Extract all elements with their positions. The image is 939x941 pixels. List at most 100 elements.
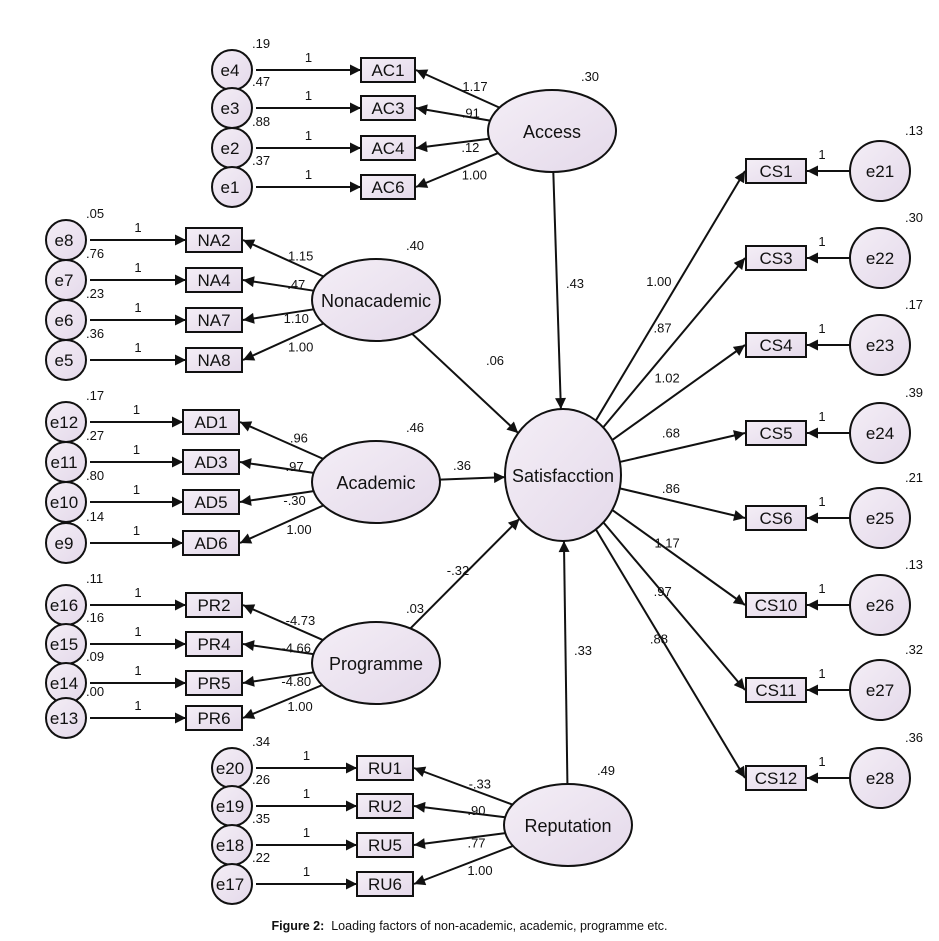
indicator-box-cs1 (745, 158, 807, 184)
error-variance-e26: .13 (905, 557, 923, 572)
error-path-label-e3: 1 (305, 88, 312, 103)
indicator-label-cs4: CS4 (759, 336, 792, 355)
indicator-label-ad5: AD5 (194, 493, 227, 512)
loading-path-ac1 (415, 69, 500, 109)
error-variance-e20: .34 (252, 734, 270, 749)
error-path-label-e7: 1 (134, 260, 141, 275)
loading-label-na8: 1.00 (288, 340, 313, 355)
loading-label-ru6: 1.00 (467, 863, 492, 878)
loading-path-pr4 (242, 640, 314, 656)
error-path-label-e6: 1 (134, 300, 141, 315)
loading-path-cs11 (602, 521, 746, 691)
structural-path-nonacademic (411, 333, 519, 434)
loading-path-cs10 (611, 509, 746, 606)
indicator-label-ru2: RU2 (368, 797, 402, 816)
error-path-label-e5: 1 (134, 340, 141, 355)
latent-label-satisfaction: Satisfacction (512, 466, 614, 486)
indicator-box-ru2 (356, 793, 414, 819)
error-path-label-e10: 1 (133, 482, 140, 497)
indicator-label-ad3: AD3 (194, 453, 227, 472)
error-variance-e11: .27 (86, 428, 104, 443)
indicator-box-ru1 (356, 755, 414, 781)
error-label-e9: e9 (55, 534, 74, 553)
loading-label-ru2: .90 (467, 803, 485, 818)
indicator-label-ac3: AC3 (371, 99, 404, 118)
error-path-label-e9: 1 (133, 523, 140, 538)
error-label-e20: e20 (216, 759, 244, 778)
paths-layer (90, 64, 850, 890)
error-label-e3: e3 (221, 99, 240, 118)
loading-label-pr4: -4.66 (281, 641, 311, 656)
loading-path-cs6 (619, 487, 746, 521)
loading-label-pr2: -4.73 (286, 613, 316, 628)
latent-label-nonacademic: Nonacademic (321, 291, 431, 311)
loading-path-na8 (242, 322, 324, 361)
indicator-label-ac4: AC4 (371, 139, 404, 158)
caption-text: Loading factors of non-academic, academi… (331, 919, 668, 933)
error-label-e18: e18 (216, 836, 244, 855)
latent-variance-programme: .03 (406, 601, 424, 616)
loading-path-ru1 (413, 766, 513, 806)
error-path-label-e16: 1 (134, 585, 141, 600)
indicator-box-na4 (185, 267, 243, 293)
indicator-box-ru5 (356, 832, 414, 858)
error-path-label-e21: 1 (818, 147, 825, 162)
error-label-e26: e26 (866, 596, 894, 615)
error-variance-e8: .05 (86, 206, 104, 221)
indicator-label-cs6: CS6 (759, 509, 792, 528)
indicator-label-pr6: PR6 (197, 709, 230, 728)
error-path-label-e28: 1 (818, 754, 825, 769)
loading-path-cs3 (602, 257, 746, 429)
indicator-label-na4: NA4 (197, 271, 230, 290)
error-label-e12: e12 (50, 413, 78, 432)
indicator-box-cs6 (745, 505, 807, 531)
latent-label-reputation: Reputation (524, 816, 611, 836)
loading-label-ac4: .12 (461, 140, 479, 155)
loading-label-cs4: 1.02 (654, 371, 679, 386)
shapes-layer (45, 49, 911, 905)
error-label-e4: e4 (221, 61, 240, 80)
loading-label-ad5: -.30 (283, 493, 305, 508)
loading-label-ac3: .91 (462, 106, 480, 121)
error-label-e16: e16 (50, 596, 78, 615)
error-label-e5: e5 (55, 351, 74, 370)
error-path-label-e24: 1 (818, 409, 825, 424)
indicator-label-na7: NA7 (197, 311, 230, 330)
latent-ellipse-reputation (503, 783, 633, 867)
loading-label-cs1: 1.00 (646, 274, 671, 289)
indicator-box-pr5 (185, 670, 243, 696)
indicator-label-cs3: CS3 (759, 249, 792, 268)
error-path-label-e14: 1 (134, 663, 141, 678)
error-label-e27: e27 (866, 681, 894, 700)
loading-label-pr5: -4.80 (281, 674, 311, 689)
error-variance-e25: .21 (905, 470, 923, 485)
latent-variance-reputation: .49 (597, 763, 615, 778)
indicator-label-cs5: CS5 (759, 424, 792, 443)
error-path-label-e1: 1 (305, 167, 312, 182)
indicator-box-ad5 (182, 489, 240, 515)
indicator-label-pr5: PR5 (197, 674, 230, 693)
error-label-e21: e21 (866, 162, 894, 181)
error-path-label-e15: 1 (134, 624, 141, 639)
loading-path-pr5 (242, 671, 314, 687)
error-circle-e17 (211, 863, 253, 905)
loading-path-ac6 (415, 152, 499, 188)
error-label-e10: e10 (50, 493, 78, 512)
indicator-box-cs10 (745, 592, 807, 618)
error-variance-e7: .76 (86, 246, 104, 261)
error-path-label-e12: 1 (133, 402, 140, 417)
loading-path-na7 (242, 308, 314, 324)
error-label-e25: e25 (866, 509, 894, 528)
indicator-box-ac3 (360, 95, 416, 121)
loading-label-cs6: .86 (662, 481, 680, 496)
error-circle-e22 (849, 227, 911, 289)
error-variance-e2: .88 (252, 114, 270, 129)
indicator-box-ac6 (360, 174, 416, 200)
indicator-label-ru5: RU5 (368, 836, 402, 855)
error-circle-e9 (45, 522, 87, 564)
latent-variance-nonacademic: .40 (406, 238, 424, 253)
error-path-label-e13: 1 (134, 698, 141, 713)
indicator-box-na2 (185, 227, 243, 253)
error-path-label-e8: 1 (134, 220, 141, 235)
structural-coef-academic: .36 (453, 458, 471, 473)
